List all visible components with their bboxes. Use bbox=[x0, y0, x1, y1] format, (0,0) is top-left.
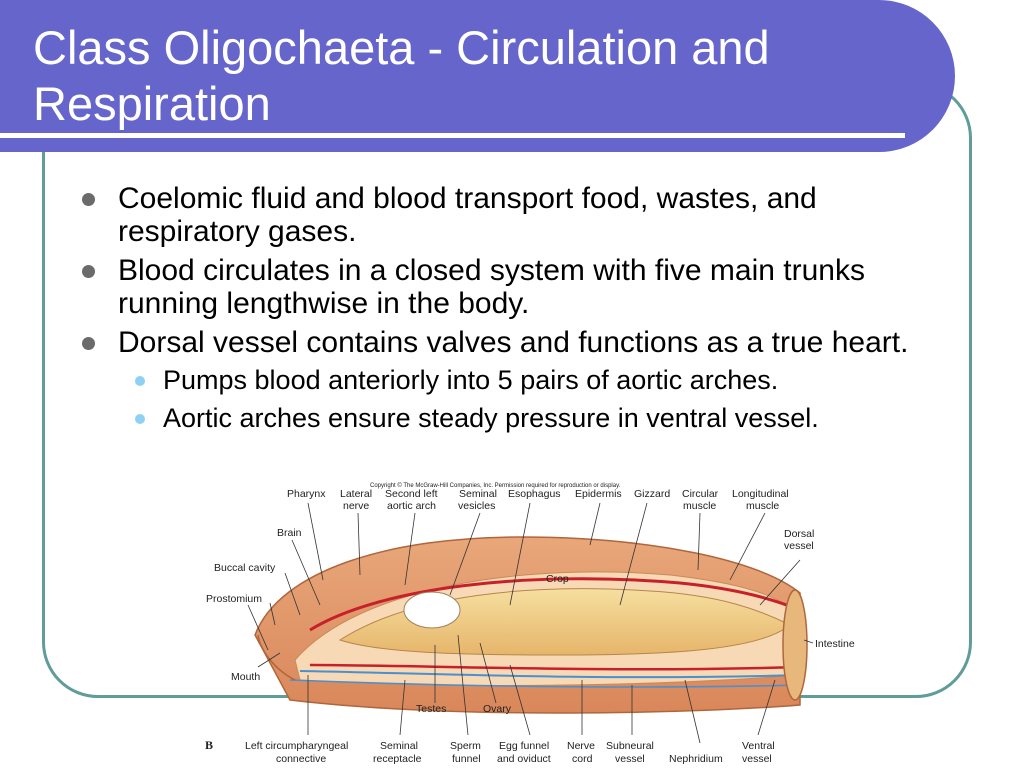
slide-title: Class Oligochaeta - Circulation and Resp… bbox=[33, 21, 770, 130]
label-ventral-vessel: Ventral bbox=[742, 740, 775, 752]
label-egg-funnel-oviduct-line2: and oviduct bbox=[497, 753, 551, 765]
label-egg-funnel-oviduct: Egg funnel bbox=[499, 740, 549, 752]
bullet-item: Dorsal vessel contains valves and functi… bbox=[78, 326, 958, 359]
label-pharynx: Pharynx bbox=[287, 488, 326, 500]
label-dorsal-vessel-line2: vessel bbox=[784, 540, 814, 552]
label-prostomium: Prostomium bbox=[206, 593, 262, 605]
sub-bullet-text: Aortic arches ensure steady pressure in … bbox=[163, 403, 819, 433]
earthworm-anatomy-diagram: Copyright © The McGraw-Hill Companies, I… bbox=[205, 482, 855, 765]
label-nerve-cord: Nerve bbox=[567, 740, 595, 752]
bullet-dot-icon bbox=[82, 265, 95, 278]
label-nerve-cord-line2: cord bbox=[572, 753, 593, 765]
label-left-circumpharyngeal-connective: Left circumpharyngeal bbox=[245, 740, 348, 752]
leader-lines bbox=[247, 502, 814, 744]
sub-bullet-dot-icon bbox=[135, 376, 145, 386]
bullet-text: Coelomic fluid and blood transport food,… bbox=[118, 182, 817, 248]
sub-bullet-item: Aortic arches ensure steady pressure in … bbox=[78, 403, 958, 433]
label-left-circumpharyngeal-connective-line2: connective bbox=[276, 753, 326, 765]
label-dorsal-vessel: Dorsal bbox=[784, 528, 814, 540]
sub-bullet-dot-icon bbox=[135, 414, 145, 424]
label-esophagus: Esophagus bbox=[508, 488, 561, 500]
label-seminal-receptacle: Seminal bbox=[380, 740, 418, 752]
label-second-left-aortic-arch-line2: aortic arch bbox=[387, 500, 436, 512]
label-circular-muscle: Circular bbox=[682, 488, 719, 500]
label-crop: Crop bbox=[546, 573, 569, 585]
label-longitudinal-muscle-line2: muscle bbox=[746, 500, 779, 512]
bullet-list: Coelomic fluid and blood transport food,… bbox=[78, 182, 958, 441]
label-seminal-vesicles: Seminal bbox=[459, 488, 497, 500]
label-longitudinal-muscle: Longitudinal bbox=[732, 488, 789, 500]
label-subneural-vessel: Subneural bbox=[606, 740, 654, 752]
title-underline bbox=[0, 133, 905, 138]
bullet-dot-icon bbox=[82, 193, 95, 206]
copyright-text: Copyright © The McGraw-Hill Companies, I… bbox=[370, 482, 621, 489]
label-testes: Testes bbox=[416, 703, 446, 715]
label-lateral-nerve: Lateral bbox=[340, 488, 372, 500]
label-lateral-nerve-line2: nerve bbox=[343, 500, 369, 512]
label-intestine: Intestine bbox=[815, 638, 855, 650]
label-nephridium: Nephridium bbox=[669, 753, 723, 765]
label-epidermis: Epidermis bbox=[575, 488, 622, 500]
label-sperm-funnel-line2: funnel bbox=[452, 753, 481, 765]
label-circular-muscle-line2: muscle bbox=[683, 500, 716, 512]
label-second-left-aortic-arch: Second left bbox=[385, 488, 438, 500]
label-ovary: Ovary bbox=[483, 703, 512, 715]
bullet-text: Dorsal vessel contains valves and functi… bbox=[118, 326, 909, 359]
bullet-text: Blood circulates in a closed system with… bbox=[118, 254, 865, 320]
label-brain: Brain bbox=[277, 527, 302, 539]
bullet-dot-icon bbox=[82, 337, 95, 350]
diagram-labels: Pharynx Lateral nerve Second left aortic… bbox=[205, 488, 855, 765]
label-buccal-cavity: Buccal cavity bbox=[214, 562, 276, 574]
label-seminal-receptacle-line2: receptacle bbox=[373, 753, 422, 765]
worm-body bbox=[254, 536, 808, 714]
label-gizzard: Gizzard bbox=[634, 488, 670, 500]
bullet-item: Blood circulates in a closed system with… bbox=[78, 254, 958, 320]
label-subneural-vessel-line2: vessel bbox=[615, 753, 645, 765]
bullet-item: Coelomic fluid and blood transport food,… bbox=[78, 182, 958, 248]
label-ventral-vessel-line2: vessel bbox=[742, 753, 772, 765]
sub-bullet-text: Pumps blood anteriorly into 5 pairs of a… bbox=[163, 365, 779, 395]
label-mouth: Mouth bbox=[231, 671, 260, 683]
title-bar: Class Oligochaeta - Circulation and Resp… bbox=[0, 0, 955, 152]
panel-label: B bbox=[205, 738, 213, 752]
label-seminal-vesicles-line2: vesicles bbox=[458, 500, 495, 512]
label-sperm-funnel: Sperm bbox=[450, 740, 481, 752]
sub-bullet-item: Pumps blood anteriorly into 5 pairs of a… bbox=[78, 365, 958, 395]
